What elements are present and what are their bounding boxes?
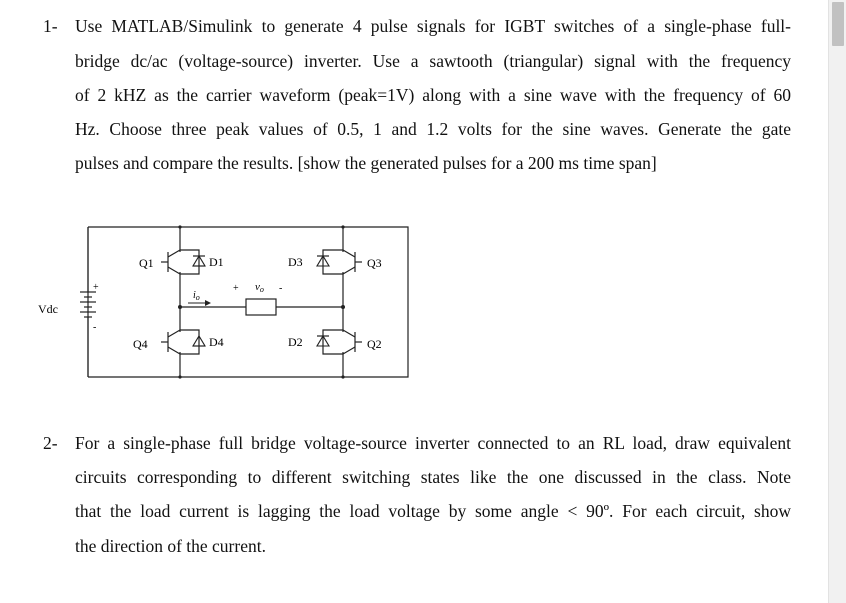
question-1-line-4: Hz. Choose three peak values of 0.5, 1 a… (75, 119, 791, 139)
q2-label: Q2 (367, 337, 382, 351)
d4-label: D4 (209, 335, 224, 349)
vdc-label: Vdc (38, 302, 58, 316)
inverter-circuit-diagram: Vdc + - Q1 Q4 D1 D4 D3 D2 Q3 Q2 io + vo … (38, 225, 409, 379)
question-2-line-3: that the load current is lagging the loa… (75, 501, 791, 521)
question-1-line-1: Use MATLAB/Simulink to generate 4 pulse … (75, 16, 791, 36)
question-2-line-2: circuits corresponding to different swit… (75, 467, 791, 487)
q1-label: Q1 (139, 256, 154, 270)
d1-label: D1 (209, 255, 224, 269)
question-2-number: 2- (43, 433, 58, 453)
q3-label: Q3 (367, 256, 382, 270)
question-1-number: 1- (43, 16, 58, 36)
d2-label: D2 (288, 335, 303, 349)
question-2: 2- For a single-phase full bridge voltag… (43, 433, 803, 563)
vo-minus-label: - (279, 283, 282, 294)
vdc-minus-label: - (93, 322, 96, 333)
io-label: io (193, 290, 200, 302)
question-1: 1- Use MATLAB/Simulink to generate 4 pul… (43, 16, 803, 186)
question-1-line-5: pulses and compare the results. [show th… (75, 153, 657, 173)
vo-label: vo (255, 281, 264, 294)
d3-label: D3 (288, 255, 303, 269)
q4-label: Q4 (133, 337, 148, 351)
vertical-scrollbar[interactable] (828, 0, 846, 603)
vdc-plus-label: + (93, 282, 99, 293)
vo-plus-label: + (233, 283, 239, 294)
question-2-line-1: For a single-phase full bridge voltage-s… (75, 433, 791, 453)
question-2-line-4: the direction of the current. (75, 536, 266, 556)
question-1-line-2: bridge dc/ac (voltage-source) inverter. … (75, 51, 791, 71)
scrollbar-thumb[interactable] (832, 2, 844, 46)
question-1-line-3: of 2 kHZ as the carrier waveform (peak=1… (75, 85, 791, 105)
